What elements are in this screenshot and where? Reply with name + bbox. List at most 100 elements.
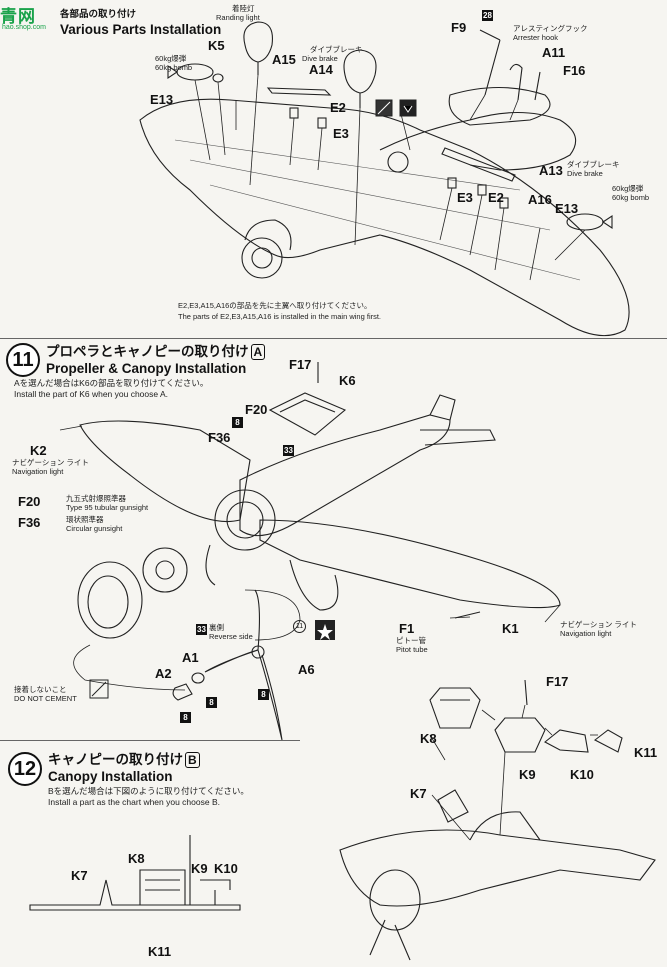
- step11-badge-8-a2: 8: [180, 712, 191, 723]
- step11-badge-8-a1: 8: [206, 697, 217, 708]
- canopy-part-k10: [544, 729, 589, 753]
- step11-badge-33: 33: [283, 445, 294, 456]
- no-cement-en: DO NOT CEMENT: [14, 694, 77, 703]
- step11-badge-33-reverse: 33: [196, 624, 207, 635]
- landing-light-jp: 着陸灯: [232, 4, 255, 13]
- part-label-f36: F36: [18, 515, 41, 530]
- part-label-a6: A6: [298, 662, 315, 677]
- step11-circle-ref: 11: [293, 620, 306, 633]
- tail-section: [379, 111, 577, 171]
- step12-number: 12: [8, 752, 42, 786]
- pitot-en: Pitot tube: [396, 645, 428, 654]
- engine-cowl: [241, 237, 283, 279]
- propeller: [254, 589, 283, 741]
- reverse-side-en: Reverse side: [209, 632, 253, 641]
- nav-light-right-en: Navigation light: [560, 629, 612, 638]
- step12-instruction-en: Install a part as the chart when you cho…: [48, 797, 220, 807]
- arrester-hook-jp: アレスティングフック: [513, 24, 588, 33]
- part-label-f36-top: F36: [208, 430, 231, 445]
- dive-brake-right-en: Dive brake: [567, 169, 603, 178]
- part-label-e13-left: E13: [150, 92, 174, 107]
- pitot-jp: ピトー管: [396, 636, 426, 645]
- canopy-part-k9: [494, 717, 546, 753]
- part-label-k10-b: K10: [570, 767, 594, 782]
- bomb-left-en: 60kg bomb: [155, 63, 193, 72]
- part-label-k6: K6: [339, 373, 356, 388]
- part-label-a16: A16: [528, 192, 552, 207]
- step10-footnote-jp: E2,E3,A15,A16の部品を先に主翼へ取り付けてください。: [178, 301, 372, 310]
- part-label-k11-b: K11: [634, 745, 658, 760]
- arrester-hook: [479, 29, 501, 96]
- part-label-k7-b: K7: [410, 786, 427, 801]
- part-label-f16: F16: [563, 63, 586, 78]
- f36-desc-jp: 環状照準器: [66, 515, 104, 524]
- landing-light-en: Randing light: [216, 13, 260, 22]
- part-label-k5: K5: [208, 38, 225, 53]
- nav-light-right-jp: ナビゲーション ライト: [560, 620, 637, 629]
- watermark-logo: 青网: [0, 7, 36, 26]
- no-cement-symbol: [89, 679, 109, 699]
- landing-light-right: [343, 49, 377, 94]
- step10-title-jp: 各部品の取り付け: [60, 9, 137, 20]
- right-wing: [259, 519, 561, 609]
- dive-brake-left-jp: ダイブブレーキ: [310, 45, 363, 54]
- dive-brake-left-en: Dive brake: [302, 54, 338, 63]
- part-label-a1: A1: [182, 650, 199, 665]
- part-label-e13-right: E13: [555, 201, 579, 216]
- left-wing: [79, 420, 251, 523]
- side-label-k7: K7: [71, 868, 88, 883]
- step11-instruction-en: Install the part of K6 when you choose A…: [14, 389, 169, 399]
- part-label-f17: F17: [289, 357, 312, 372]
- bomb-left-jp: 60kg爆弾: [155, 54, 187, 63]
- part-label-k2: K2: [30, 443, 47, 458]
- part-label-a2: A2: [155, 666, 172, 681]
- cowling-ring: [77, 561, 143, 639]
- step11-title-en: Propeller & Canopy Installation: [46, 361, 247, 376]
- reverse-side-jp: 裏側: [209, 623, 224, 632]
- fuselage: [239, 414, 451, 537]
- part-label-k1: K1: [502, 621, 519, 636]
- side-section: [29, 879, 241, 911]
- part-label-f17-b: F17: [546, 674, 569, 689]
- part-label-a14: A14: [309, 62, 333, 77]
- bomb-right-en: 60kg bomb: [612, 193, 650, 202]
- part-label-k9-b: K9: [519, 767, 536, 782]
- part-label-e3-left: E3: [333, 126, 349, 141]
- step11-badge-8-top: 8: [232, 417, 243, 428]
- dive-brake-right-jp: ダイブブレーキ: [567, 160, 620, 169]
- f20-desc-en: Type 95 tubular gunsight: [66, 503, 149, 512]
- no-cement-jp: 接着しないこと: [14, 685, 67, 694]
- arrester-hook-en: Arrester hook: [513, 33, 559, 42]
- part-label-e3-right: E3: [457, 190, 473, 205]
- step12-title-en: Canopy Installation: [48, 769, 173, 784]
- step12-option-badge: B: [185, 752, 200, 768]
- step10-footnote-en: The parts of E2,E3,A15,A16 is installed …: [178, 312, 382, 321]
- step11-badge-8-a6: 8: [258, 689, 269, 700]
- section-divider-11-12: [0, 740, 300, 741]
- part-label-a15: A15: [272, 52, 296, 67]
- side-label-k10: K10: [214, 861, 238, 876]
- canopy-part-k11: [593, 729, 623, 753]
- nav-light-left-en: Navigation light: [12, 467, 64, 476]
- engine: [142, 547, 188, 593]
- side-label-k9: K9: [191, 861, 208, 876]
- step11-option-badge: A: [250, 344, 266, 360]
- step11-instruction-jp: Aを選んだ場合はK6の部品を取り付けてください。: [14, 378, 209, 388]
- step12-instruction-jp: Bを選んだ場合は下図のように取り付けてください。: [48, 786, 249, 796]
- step11-number: 11: [6, 343, 40, 377]
- step10-title-en: Various Parts Installation: [60, 22, 222, 37]
- canopy-part-k8: [429, 687, 481, 729]
- canopy-k6: [268, 392, 347, 436]
- canopy-part-k7: [437, 789, 469, 823]
- part-label-f20: F20: [18, 494, 41, 509]
- step10-badge-28: 28: [482, 10, 493, 21]
- part-label-f9: F9: [451, 20, 467, 35]
- side-label-k8: K8: [128, 851, 145, 866]
- part-label-k8-b: K8: [420, 731, 437, 746]
- bomb-right-jp: 60kg爆弾: [612, 184, 644, 193]
- section-divider-10-11: [0, 338, 667, 339]
- nav-light-left-jp: ナビゲーション ライト: [12, 458, 89, 467]
